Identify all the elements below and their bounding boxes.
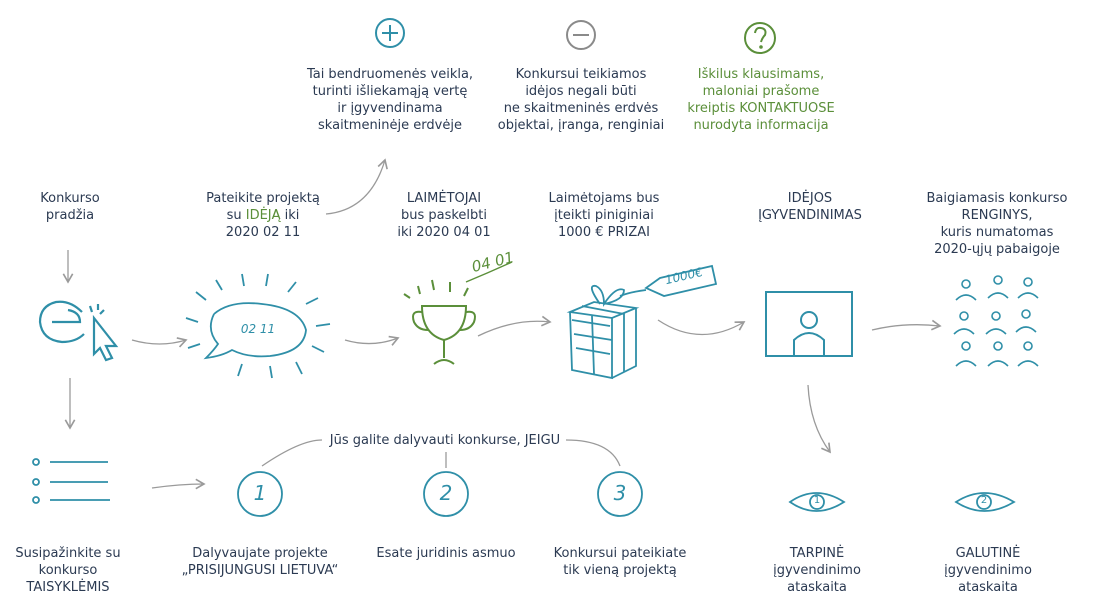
audience-icon [953, 275, 1039, 367]
flow-arrows [62, 158, 942, 490]
condition-1-label: Dalyvaujate projekte „PRISIJUNGUSI LIETU… [181, 546, 339, 578]
start-label: Konkurso pradžia [40, 191, 100, 223]
impl-label: IDĖJOS ĮGYVENDINIMAS [758, 191, 862, 223]
condition-heading: Jūs galite dalyvauti konkurse, JEIGU [329, 433, 561, 448]
plus-circle-icon [375, 18, 405, 48]
condition-1-number: 1 [253, 481, 267, 505]
cursor-click-icon [38, 300, 119, 362]
condition-2-number: 2 [439, 481, 453, 505]
eye-icon [954, 492, 1016, 512]
winners-label: LAIMĖTOJAI bus paskelbti iki 2020 04 01 [397, 191, 491, 240]
condition-2-circle-icon [423, 471, 469, 517]
minus-text: Konkursui teikiamos idėjos negali būti n… [497, 67, 665, 133]
list-icon [32, 458, 110, 504]
condition-2-label: Esate juridinis asmuo [376, 546, 516, 561]
condition-3-label: Konkursui pateikiate tik vieną projektą [553, 546, 687, 578]
condition-3-circle-icon [597, 471, 643, 517]
question-text: Iškilus klausimams, maloniai prašome kre… [687, 67, 835, 133]
report-1-label: TARPINĖ įgyvendinimo ataskaita [773, 546, 861, 595]
condition-3-number: 3 [613, 481, 627, 505]
speech-bubble-icon [185, 273, 331, 379]
question-circle-icon [744, 22, 776, 54]
report-1-number: 1 [813, 495, 821, 506]
minus-circle-icon [566, 20, 596, 50]
event-label: Baigiamasis konkurso RENGINYS, kuris num… [926, 191, 1068, 257]
plus-text: Tai bendruomenės veikla, turinti išlieka… [306, 67, 474, 133]
bubble-date: 02 11 [240, 322, 276, 336]
screen-person-icon [765, 291, 853, 357]
report-2-label: GALUTINĖ įgyvendinimo ataskaita [944, 546, 1032, 595]
report-2-number: 2 [980, 495, 988, 506]
condition-1-circle-icon [237, 471, 283, 517]
trophy-icon [403, 261, 513, 365]
submit-label: Pateikite projektą su IDĖJĄ iki 2020 02 … [206, 191, 320, 240]
gift-icon [566, 264, 718, 380]
rules-label: Susipažinkite su konkurso TAISYKLĖMIS [15, 546, 121, 595]
eye-icon [788, 492, 846, 512]
prize-label: Laimėtojams bus įteikti piniginiai 1000 … [548, 191, 660, 240]
